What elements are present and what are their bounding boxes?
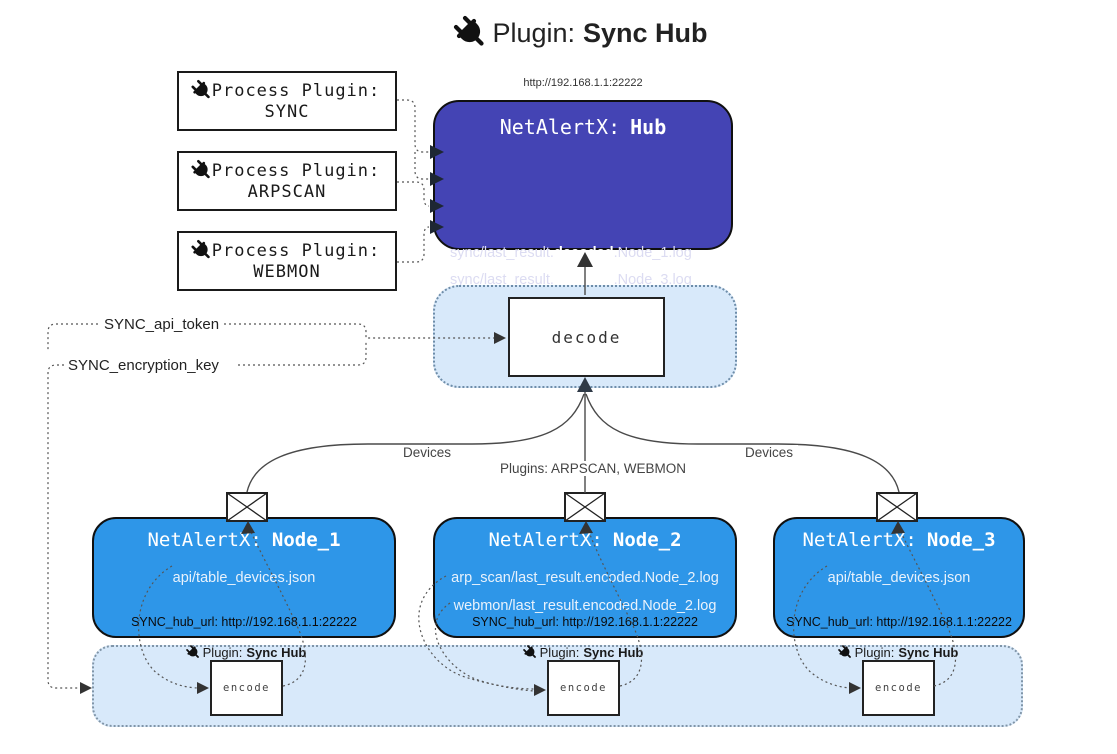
hub-title-name: Hub [630,115,667,139]
encode-plugin-label: Plugin:Sync Hub [819,645,979,660]
wire-sync-to-hub [397,99,429,153]
hub-url-label: http://192.168.1.1:22222 [523,77,643,89]
hub-log-line: sync/last_result.decoded.Node_3.log [450,272,692,288]
node-box-node-1: NetAlertX:Node_1 api/table_devices.json … [92,517,396,638]
node-files: arp_scan/last_result.encoded.Node_2.log … [435,564,735,620]
node-hub-url: SYNC_hub_url: http://192.168.1.1:22222 [131,615,357,629]
edge-label-plugins: Plugins: ARPSCAN, WEBMON [495,461,686,476]
hub-box: NetAlertX: Hub sync/last_result.decoded.N… [433,100,733,336]
page-title-name: Sync Hub [583,17,708,48]
node-box-node-3: NetAlertX:Node_3 api/table_devices.json … [773,517,1025,638]
process-plugin-label: Process Plugin: [211,160,381,181]
envelope-icon [876,492,918,522]
encode-box: encode [547,660,620,716]
edge-devices-right [585,393,900,493]
label-sync-api-token: SYNC_api_token [100,316,224,333]
node-title: NetAlertX:Node_2 [488,529,682,551]
node-file: api/table_devices.json [827,570,971,586]
arrowhead-into-band [80,682,92,694]
page-title: Plugin: Sync Hub [383,16,783,50]
node-files: api/table_devices.json [94,564,394,592]
plug-icon [184,643,202,661]
wire-webmon-to-hub [397,226,430,263]
process-plugin-name: WEBMON [253,262,321,282]
edge-label-devices-left: Devices [398,445,457,460]
plug-icon [521,643,539,661]
process-plugin-label: Process Plugin: [211,240,381,261]
hub-title-prefix: NetAlertX: [499,115,621,139]
encode-box: encode [210,660,283,716]
wire-api-token-left [47,323,98,352]
label-sync-encryption-key: SYNC_encryption_key [64,357,223,374]
plug-icon [450,12,492,54]
node-hub-url: SYNC_hub_url: http://192.168.1.1:22222 [472,615,698,629]
decode-box: decode [508,297,665,377]
node-box-node-2: NetAlertX:Node_2 arp_scan/last_result.en… [433,517,737,638]
encode-plugin-label: Plugin:Sync Hub [504,645,664,660]
edge-label-devices-right: Devices [740,445,799,460]
envelope-icon [564,492,606,522]
process-plugin-box-webmon: Process Plugin: WEBMON [177,231,397,291]
envelope-icon [226,492,268,522]
encode-box: encode [862,660,935,716]
node-file: api/table_devices.json [172,570,316,586]
wire-sync-to-hub-2 [414,152,429,180]
node-files: api/table_devices.json [775,564,1023,592]
edge-devices-left [246,393,585,493]
process-plugin-box-sync: Process Plugin: SYNC [177,71,397,131]
process-plugin-label: Process Plugin: [211,80,381,101]
wire-encryption-key-to-band [47,364,82,689]
process-plugin-box-arpscan: Process Plugin: ARPSCAN [177,151,397,211]
process-plugin-name: SYNC [264,102,310,122]
encode-plugin-label: Plugin:Sync Hub [167,645,327,660]
node-title: NetAlertX:Node_3 [802,529,996,551]
node-file: arp_scan/last_result.encoded.Node_2.log [451,570,719,586]
process-plugin-name: ARPSCAN [247,182,327,202]
page-title-prefix: Plugin: [492,17,576,48]
node-title: NetAlertX:Node_1 [147,529,341,551]
wire-encryption-key-join [238,342,367,366]
hub-title: NetAlertX: Hub [435,115,731,139]
node-hub-url: SYNC_hub_url: http://192.168.1.1:22222 [786,615,1012,629]
plug-icon [836,643,854,661]
hub-log-line: sync/last_result.decoded.Node_1.log [450,245,692,261]
wire-arpscan-to-hub [397,181,430,207]
